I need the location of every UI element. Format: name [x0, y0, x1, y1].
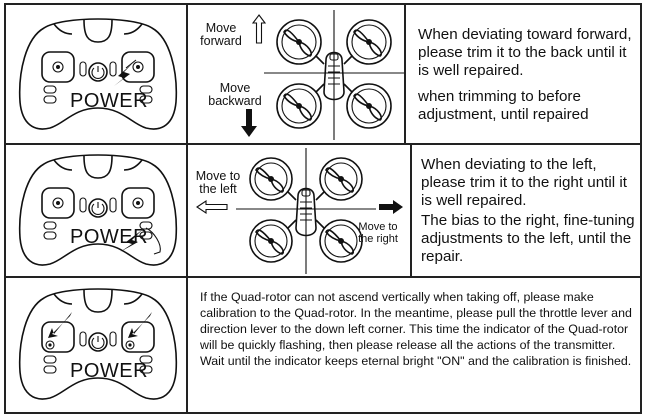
remote-controller-illustration: [18, 18, 178, 130]
row-divider: [4, 143, 642, 145]
move-right-label: Move to the right: [358, 221, 398, 245]
right-arrow-icon: [379, 200, 403, 214]
calibration-instruction: If the Quad-rotor can not ascend vertica…: [200, 290, 632, 368]
forward-trim-instruction: When deviating toward forward, please tr…: [418, 26, 632, 79]
row-divider: [4, 276, 642, 278]
left-trim-instruction: When deviating to the left, please trim …: [421, 156, 627, 209]
power-label: POWER: [70, 90, 149, 112]
move-forward-label: Move forward: [200, 21, 242, 49]
quadcopter-illustration: [264, 10, 404, 140]
remote-controller-illustration: [18, 154, 178, 266]
column-divider: [404, 3, 406, 143]
right-bias-note: The bias to the right, fine-tuning adjus…: [421, 212, 635, 265]
move-left-label: Move to the left: [195, 169, 241, 197]
move-backward-label: Move backward: [208, 81, 262, 109]
down-arrow-icon: [241, 109, 257, 137]
left-arrow-icon: [196, 199, 228, 215]
power-label: POWER: [70, 360, 149, 382]
up-arrow-icon: [251, 14, 267, 44]
column-divider: [186, 3, 188, 414]
column-divider: [410, 143, 412, 276]
remote-controller-illustration: [18, 288, 178, 400]
power-label: POWER: [70, 226, 149, 248]
table-border: [4, 3, 642, 414]
quadcopter-illustration: [236, 148, 376, 274]
forward-trim-note: when trimming to before adjustment, unti…: [418, 88, 589, 123]
